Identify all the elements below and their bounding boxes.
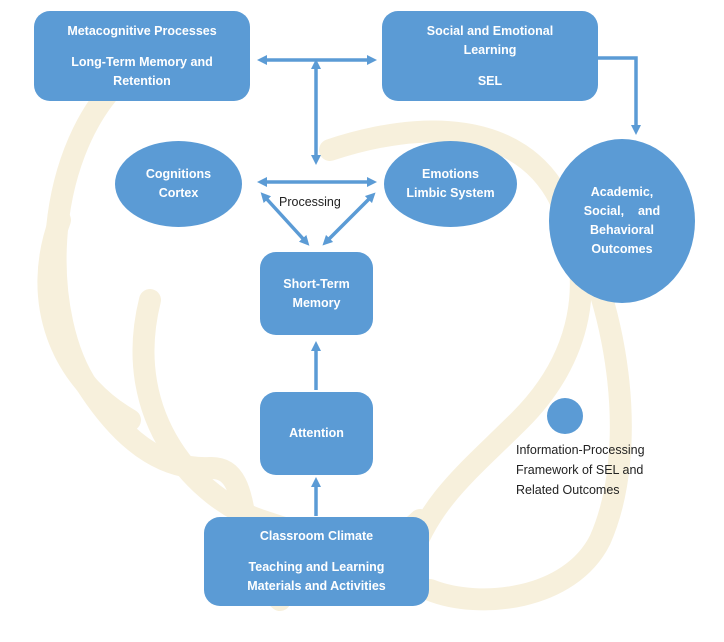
- cortex-label: Cortex: [158, 186, 199, 200]
- sel-box: Social and Emotional Learning SEL: [382, 11, 598, 101]
- retention-label: Retention: [113, 73, 171, 88]
- outcomes-line4: Outcomes: [591, 242, 653, 256]
- arrow-cortex-shortterm: [260, 192, 310, 246]
- outcomes-line2: Social, and: [583, 204, 661, 218]
- memory-label: Memory: [292, 295, 341, 310]
- sel-abbrev: SEL: [477, 73, 503, 88]
- emotions-limbic-oval: Emotions Limbic System: [384, 141, 517, 227]
- classroom-climate-title: Classroom Climate: [259, 529, 374, 543]
- arrow-limbic-shortterm: [322, 192, 376, 246]
- outcomes-line3: Behavioral: [590, 223, 654, 237]
- materials-activities-label: Materials and Activities: [247, 579, 386, 593]
- metacognitive-title: Metacognitive Processes: [67, 23, 217, 38]
- metacognitive-processes-box: Metacognitive Processes Long-Term Memory…: [34, 11, 250, 101]
- cognitions-cortex-oval: Cognitions Cortex: [115, 141, 242, 227]
- cognitions-label: Cognitions: [145, 167, 212, 181]
- attention-label: Attention: [289, 426, 344, 440]
- processing-label: Processing: [279, 195, 341, 209]
- sel-title-line1: Social and Emotional: [426, 23, 554, 38]
- emotions-label: Emotions: [422, 167, 479, 181]
- short-term-label: Short-Term: [283, 276, 350, 291]
- arrow-sel-outcomes: [598, 56, 641, 135]
- limbic-system-label: Limbic System: [406, 186, 495, 200]
- short-term-memory-box: Short-Term Memory: [260, 252, 373, 335]
- classroom-climate-box: Classroom Climate Teaching and Learning …: [204, 517, 429, 606]
- teaching-learning-label: Teaching and Learning: [248, 560, 385, 574]
- long-term-memory-label: Long-Term Memory and: [71, 54, 213, 69]
- legend-line1: Information-Processing: [516, 443, 645, 457]
- outcomes-line1: Academic,: [590, 185, 654, 199]
- sel-title-line2: Learning: [463, 42, 517, 57]
- outcomes-circle: Academic, Social, and Behavioral Outcome…: [549, 139, 695, 303]
- legend-caption: Information-Processing Framework of SEL …: [516, 440, 645, 500]
- legend-line3: Related Outcomes: [516, 483, 620, 497]
- legend-dot: [547, 398, 583, 434]
- legend-line2: Framework of SEL and: [516, 463, 644, 477]
- attention-box: Attention: [260, 392, 373, 475]
